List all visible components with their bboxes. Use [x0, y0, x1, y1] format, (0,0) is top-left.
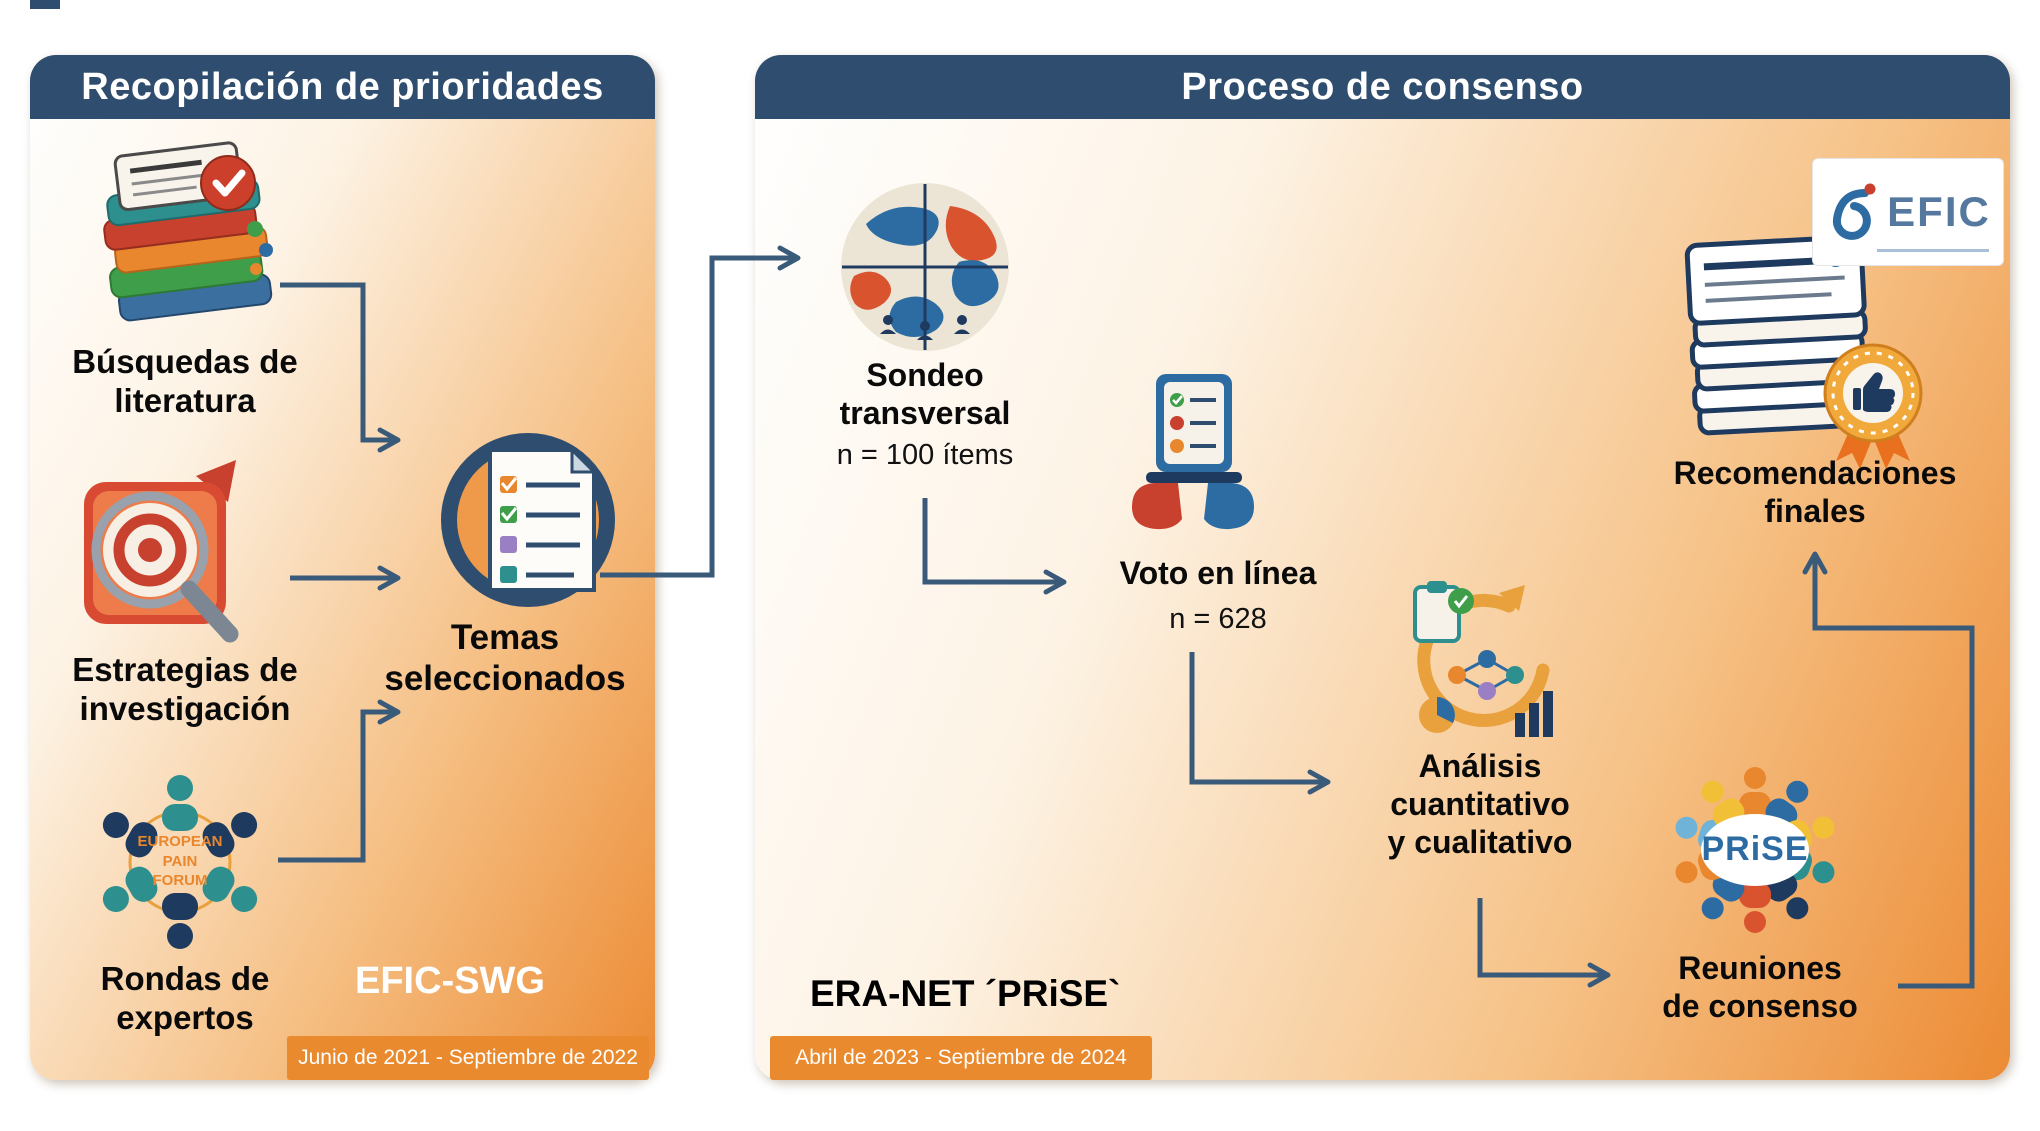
online-voting-graphic [1132, 374, 1254, 530]
forum-icon-text: EUROPEAN PAIN FORUM [137, 833, 223, 889]
efic-tagline-bar [1877, 249, 1989, 252]
expert-panel-graphic [102, 775, 258, 949]
label-consensus-meetings: Reuniones de consenso [1662, 950, 1858, 1024]
expert-panel-icon [85, 758, 275, 963]
research-strategy-icon [78, 450, 253, 650]
survey-globe-icon [838, 180, 1013, 355]
analysis-icon [1395, 575, 1575, 750]
literature-stack-graphic [103, 141, 273, 322]
efic-logo: EFIC [1812, 158, 2004, 266]
left-panel-header: Recopilación de prioridades [30, 55, 655, 119]
label-analysis: Análisis cuantitativo y cualitativo [1387, 748, 1573, 860]
label-survey: Sondeo transversal [839, 357, 1011, 431]
final-recommendations-icon [1670, 223, 1930, 469]
online-voting-icon [1120, 370, 1265, 550]
panel-priority-collection: Recopilación de prioridades [30, 55, 655, 1080]
label-literature-search: Búsquedas de literatura [72, 343, 298, 419]
literature-stack-icon [95, 133, 280, 333]
voting-n-value: n = 628 [1169, 603, 1267, 635]
label-selected-topics: Temas seleccionados [384, 618, 626, 699]
efic-swg-label: EFIC-SWG [355, 960, 545, 1002]
right-panel-title: Proceso de consenso [1181, 65, 1584, 108]
final-recommendations-graphic [1684, 234, 1923, 469]
efic-logo-text: EFIC [1887, 188, 1991, 235]
top-left-artifact [30, 0, 60, 9]
panel-consensus-process: Proceso de consenso Sondeo transversal [755, 55, 2010, 1080]
right-date-badge: Abril de 2023 - Septiembre de 2024 [770, 1036, 1152, 1080]
label-research-strategies: Estrategias de investigación [72, 651, 298, 727]
left-date-badge: Junio de 2021 - Septiembre de 2022 [287, 1036, 649, 1080]
era-net-label: ERA-NET ´PRiSE` [810, 973, 1121, 1014]
label-final-recommendations: Recomendaciones finales [1673, 455, 1957, 529]
efic-swirl-icon [1833, 183, 1876, 240]
selected-topics-icon [440, 430, 625, 610]
survey-globe-graphic [841, 183, 1009, 351]
analysis-graphic [1413, 581, 1553, 737]
right-panel-header: Proceso de consenso [755, 55, 2010, 119]
survey-n-value: n = 100 ítems [836, 439, 1014, 471]
selected-topics-graphic [441, 433, 615, 607]
prise-logo [1650, 752, 1860, 952]
prise-logo-graphic [1675, 767, 1835, 933]
label-expert-rounds: Rondas de expertos [100, 960, 270, 1036]
thumbs-up-badge-icon [1823, 343, 1923, 469]
label-online-voting: Voto en línea [1119, 555, 1317, 591]
left-panel-title: Recopilación de prioridades [81, 65, 604, 108]
research-strategy-graphic [84, 460, 239, 643]
prise-logo-text: PRiSE [1701, 830, 1809, 868]
